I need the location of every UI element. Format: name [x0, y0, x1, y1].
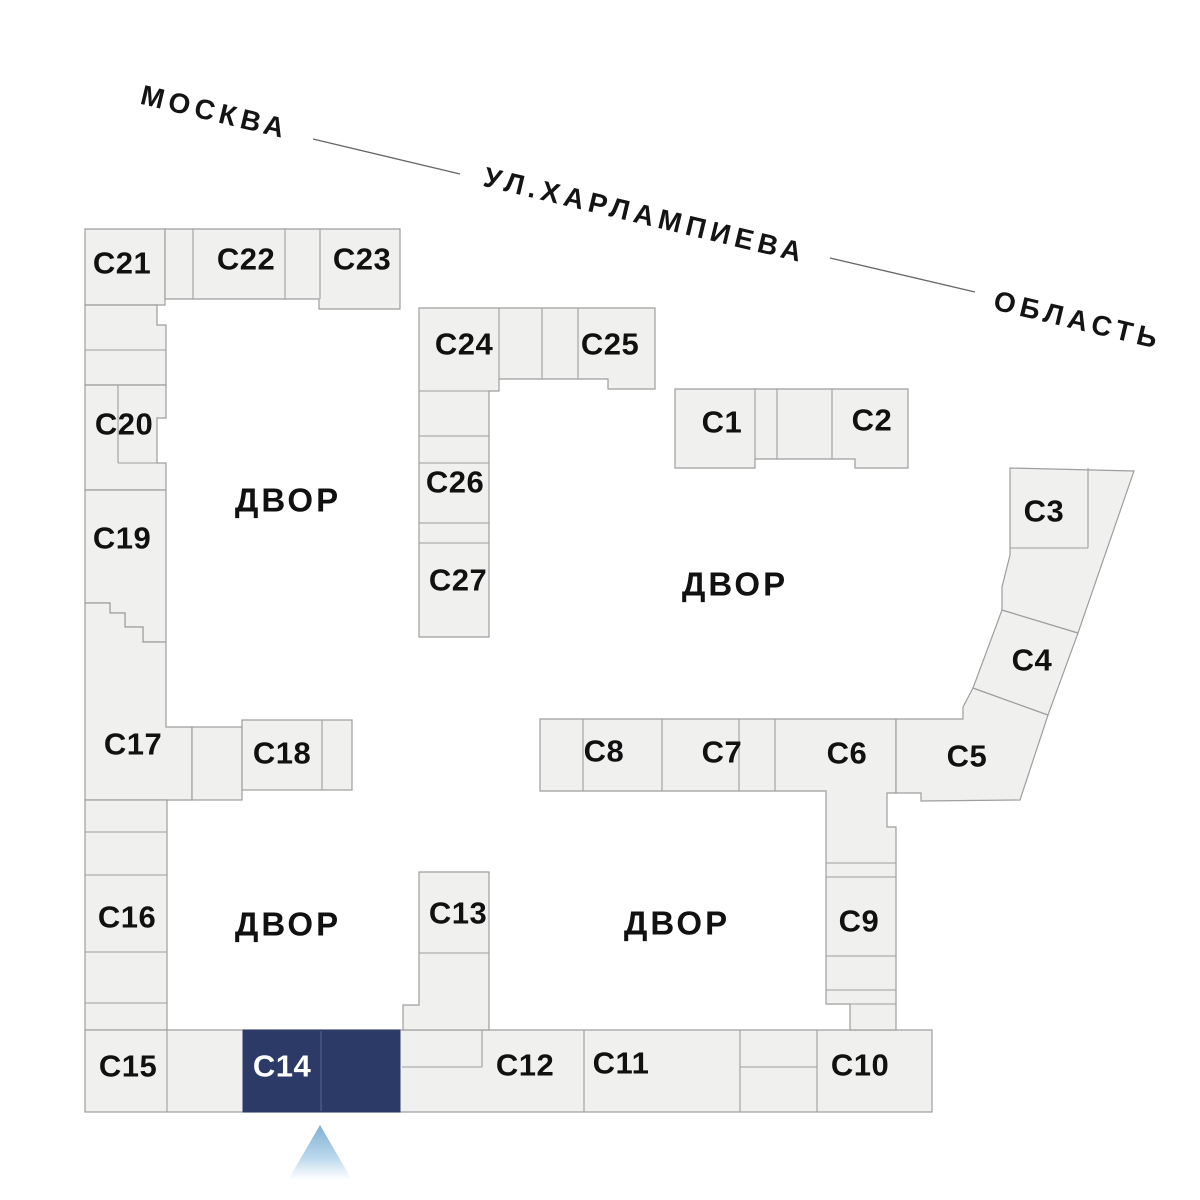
courtyard-label-4: ДВОР: [624, 905, 730, 942]
building-label-С23[interactable]: С23: [333, 242, 391, 277]
building-label-С22[interactable]: С22: [217, 242, 275, 277]
courtyard-label-3: ДВОР: [235, 906, 341, 943]
building-label-С8[interactable]: С8: [584, 734, 625, 769]
building-shapes: [84, 228, 1135, 1113]
building-block-c13[interactable]: [402, 871, 490, 1031]
selected-building-group: [242, 1029, 401, 1113]
building-block-annex-north[interactable]: [84, 304, 167, 386]
building-label-С21[interactable]: С21: [93, 246, 151, 281]
building-label-С24[interactable]: С24: [435, 327, 494, 362]
building-label-С18[interactable]: С18: [253, 736, 311, 771]
building-label-С11[interactable]: С11: [593, 1046, 650, 1081]
unit-dividers: [85, 229, 1089, 1112]
building-label-С4[interactable]: С4: [1012, 643, 1053, 678]
building-label-С19[interactable]: С19: [93, 521, 151, 556]
street-region-label: ОБЛАСТЬ: [991, 285, 1166, 355]
building-block-c18[interactable]: [241, 719, 353, 791]
building-label-С5[interactable]: С5: [947, 739, 988, 774]
building-label-С10[interactable]: С10: [831, 1048, 889, 1083]
building-label-С2[interactable]: С2: [852, 403, 893, 438]
building-label-С20[interactable]: С20: [95, 407, 153, 442]
building-label-С9[interactable]: С9: [839, 904, 880, 939]
building-label-С12[interactable]: С12: [496, 1048, 554, 1083]
building-label-С6[interactable]: С6: [827, 736, 868, 771]
building-label-С14[interactable]: С14: [253, 1049, 312, 1084]
street-name-label: УЛ.ХАРЛАМПИЕВА: [481, 161, 810, 268]
street-line-left: [312, 138, 461, 175]
courtyard-labels: ДВОР ДВОР ДВОР ДВОР: [235, 482, 788, 943]
building-block-c3[interactable]: [1001, 467, 1135, 634]
building-label-С3[interactable]: С3: [1024, 494, 1065, 529]
selected-building-marker-icon: [288, 1125, 352, 1180]
courtyard-label-2: ДВОР: [682, 566, 788, 603]
building-label-С16[interactable]: С16: [98, 900, 156, 935]
building-block-c22-c23[interactable]: [164, 228, 401, 310]
building-label-С25[interactable]: С25: [581, 327, 639, 362]
building-block-connector[interactable]: [191, 726, 243, 801]
street-city-label: МОСКВА: [138, 79, 293, 145]
building-label-С17[interactable]: С17: [104, 727, 162, 762]
building-label-С13[interactable]: С13: [429, 896, 487, 931]
building-label-С7[interactable]: С7: [702, 735, 743, 770]
building-block-c5[interactable]: [895, 687, 1049, 802]
building-label-С27[interactable]: С27: [429, 563, 487, 598]
street-line-right: [829, 257, 976, 293]
building-label-С26[interactable]: С26: [426, 465, 484, 500]
building-block-c21[interactable]: [84, 228, 166, 306]
building-label-С15[interactable]: С15: [99, 1049, 157, 1084]
building-block-c16[interactable]: [84, 799, 168, 1031]
courtyard-label-1: ДВОР: [235, 482, 341, 519]
building-block-c17[interactable]: [84, 602, 193, 801]
building-block-c1-c2[interactable]: [674, 388, 909, 469]
building-block-bottom-row[interactable]: [84, 1029, 933, 1113]
building-label-С1[interactable]: С1: [702, 405, 743, 440]
